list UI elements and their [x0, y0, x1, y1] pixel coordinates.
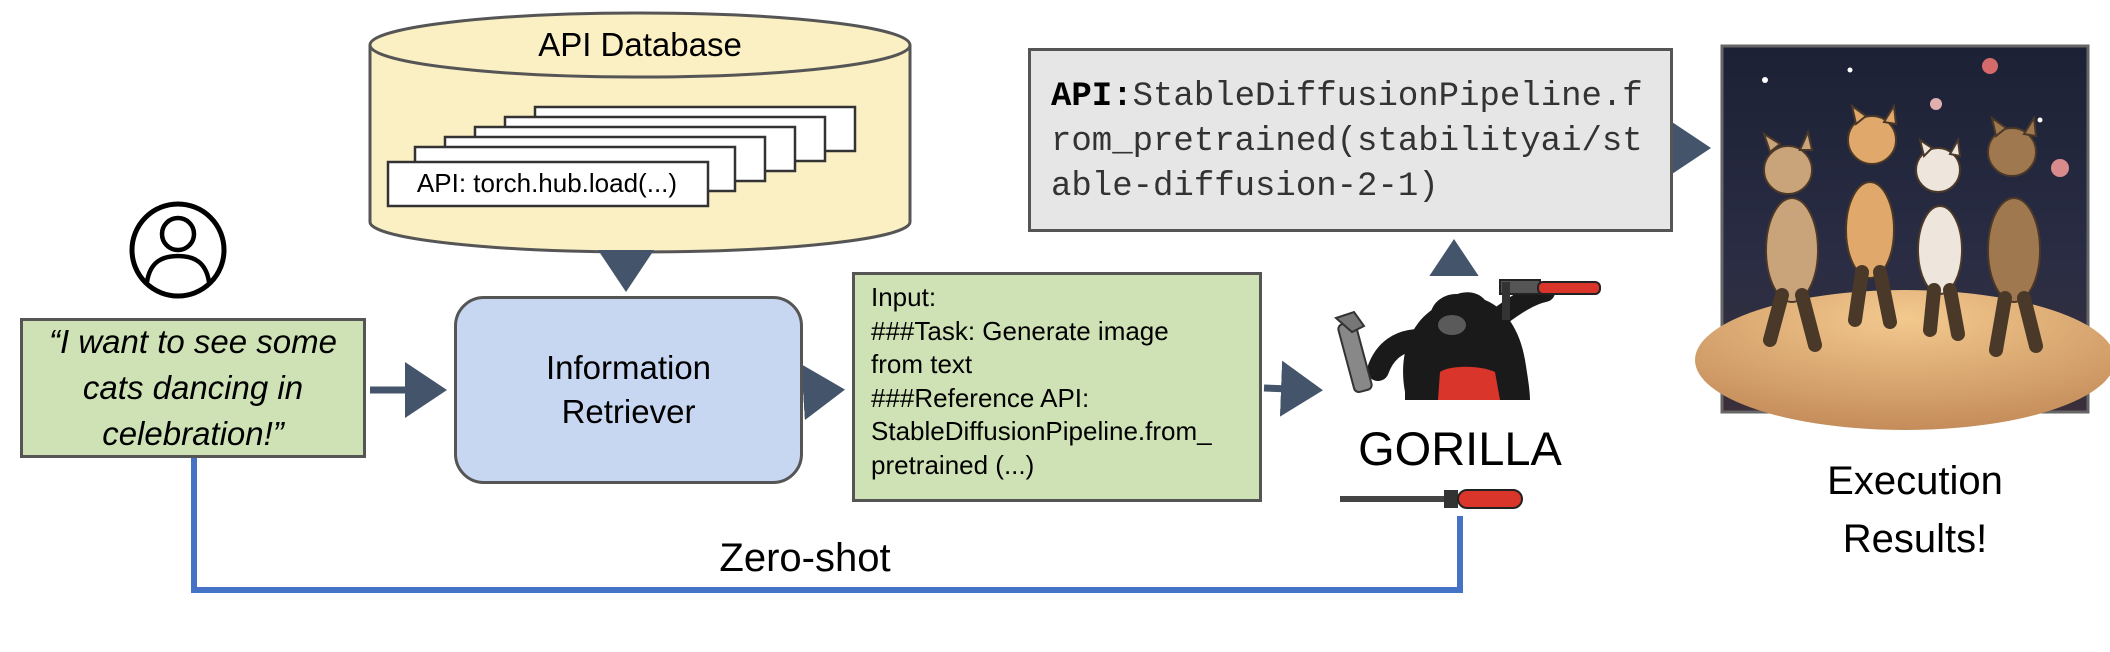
api-output-value: StableDiffusionPipeline.from_pretrained(…	[1051, 78, 1643, 206]
api-card-text: API: torch.hub.load(...)	[416, 167, 678, 198]
user-icon	[129, 201, 227, 299]
execution-results-label: Execution Results!	[1827, 459, 2003, 561]
api-output-box: API:StableDiffusionPipeline.from_pretrai…	[1028, 48, 1673, 232]
context-line: StableDiffusionPipeline.from_	[871, 416, 1212, 446]
context-line: Input:	[871, 282, 937, 312]
information-retriever-box: Information Retriever	[454, 296, 803, 484]
zero-shot-label: Zero-shot	[719, 535, 891, 580]
context-to-gorilla-arrow	[1263, 360, 1323, 417]
retrieved-context-box: Input: ###Task: Generate image from text…	[852, 272, 1262, 502]
screwdriver-icon	[1340, 489, 1523, 509]
gorilla-with-tools-icon	[1330, 276, 1608, 410]
api-database-title: API Database	[538, 26, 742, 63]
dancing-cats-image	[1695, 44, 2110, 430]
context-line: from text	[871, 349, 973, 379]
gorilla-label: GORILLA	[1358, 421, 1562, 475]
context-line: ###Reference API:	[871, 382, 1090, 413]
api-card-stack	[386, 105, 857, 208]
api-output-text: API:StableDiffusionPipeline.from_pretrai…	[1051, 75, 1650, 210]
user-query-text: “I want to see some cats dancing in cele…	[49, 323, 337, 452]
context-line: pretrained (...)	[871, 449, 1035, 480]
user-query-box: “I want to see some cats dancing in cele…	[20, 318, 366, 458]
information-retriever-label: Information Retriever	[545, 349, 712, 430]
api-output-key: API:	[1051, 78, 1133, 116]
flow-arrows	[370, 120, 1711, 421]
context-line: ###Task: Generate image	[871, 315, 1169, 346]
retriever-to-context-arrow	[801, 364, 845, 421]
zero-shot-path	[191, 458, 1463, 593]
